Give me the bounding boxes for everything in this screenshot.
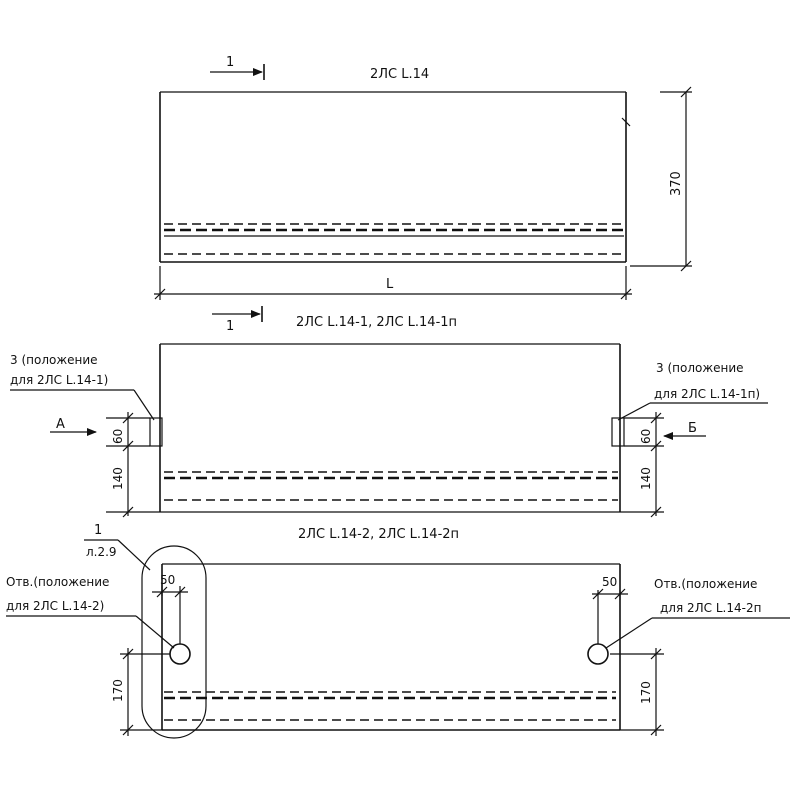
detail-mark: 1 — [94, 523, 102, 538]
dim-right-lower: 140 — [639, 467, 653, 490]
edge-tick — [621, 117, 631, 127]
dim-tick — [122, 506, 134, 518]
view-arrow-b-label: Б — [688, 421, 697, 436]
callout-left-line1: 3 (положение — [10, 353, 98, 367]
embedded-plate-right — [611, 417, 625, 447]
dim-tick — [122, 724, 134, 736]
view-arrow-a-label: А — [56, 417, 65, 432]
dim-tick — [650, 440, 662, 452]
callout-left-line2: для 2ЛС L.14-1) — [10, 373, 108, 387]
dim-tick — [680, 86, 692, 98]
dim-left-offset: 50 — [160, 573, 175, 587]
view-middle-title: 2ЛС L.14-1, 2ЛС L.14-1п — [296, 315, 457, 330]
dim-tick — [122, 440, 134, 452]
leader-line — [605, 617, 653, 649]
detail-sheet: л.2.9 — [86, 545, 117, 559]
hole-right — [587, 643, 609, 665]
dim-tick — [174, 586, 186, 598]
hole-right-line2: для 2ЛС L.14-2п — [660, 601, 761, 615]
detail-leader — [117, 539, 151, 571]
hole-left-line1: Отв.(положение — [6, 575, 109, 589]
callout-right-line1: 3 (положение — [656, 361, 744, 375]
dim-length-label: L — [386, 277, 394, 292]
dim-right-upper: 60 — [639, 429, 653, 444]
hole-right-line1: Отв.(положение — [654, 577, 757, 591]
dim-tick — [156, 586, 168, 598]
embedded-plate-left — [149, 417, 163, 447]
view-bottom: 2ЛС L.14-2, 2ЛС L.14-2п 1 л.2.9 Отв.(пол… — [6, 523, 790, 739]
section-mark: 1 — [226, 319, 234, 334]
callout-right-line2: для 2ЛС L.14-1п) — [654, 387, 760, 401]
dim-tick — [154, 288, 166, 300]
dim-right-offset: 50 — [602, 575, 617, 589]
dim-left-lower: 140 — [111, 467, 125, 490]
dim-right-height: 170 — [639, 681, 653, 704]
hole-left-line2: для 2ЛС L.14-2) — [6, 599, 104, 613]
view-bottom-title: 2ЛС L.14-2, 2ЛС L.14-2п — [298, 527, 459, 542]
dim-height-label: 370 — [669, 171, 684, 196]
dim-tick — [620, 288, 632, 300]
dim-tick — [650, 412, 662, 424]
detail-outline — [141, 545, 207, 739]
view-middle: 2ЛС L.14-1, 2ЛС L.14-1п 1 3 (положение д… — [10, 306, 768, 518]
leader-line — [135, 615, 175, 649]
dim-tick — [592, 588, 604, 600]
dim-tick — [650, 506, 662, 518]
dim-tick — [650, 648, 662, 660]
view-top: 2ЛС L.14 1 370 L — [154, 55, 692, 300]
view-top-title: 2ЛС L.14 — [370, 67, 429, 82]
dim-left-height: 170 — [111, 679, 125, 702]
leader-line — [617, 402, 651, 421]
section-mark: 1 — [226, 55, 234, 70]
dim-tick — [122, 648, 134, 660]
leader-line — [133, 389, 155, 421]
dim-tick — [650, 724, 662, 736]
dim-tick — [122, 412, 134, 424]
dim-tick — [680, 260, 692, 272]
dim-left-upper: 60 — [111, 429, 125, 444]
dim-tick — [614, 588, 626, 600]
